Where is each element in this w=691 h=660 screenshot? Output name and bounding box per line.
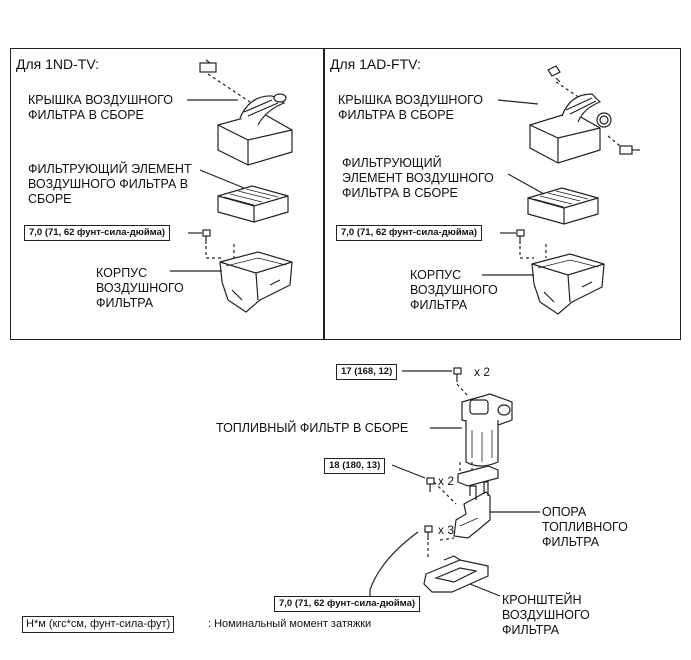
multiplier-low: x 3 (438, 523, 455, 537)
left-sensor-connector (199, 59, 217, 73)
legend-units: Н*м (кгс*см, фунт-сила-фут) (22, 616, 175, 633)
fuel-filter-assembly (461, 393, 513, 467)
left-element-label: ФИЛЬТРУЮЩИЙ ЭЛЕМЕНТ ВОЗДУШНОГО ФИЛЬТРА В… (28, 162, 192, 206)
low-bolt (424, 525, 433, 540)
mid-bolt-guide (433, 481, 457, 505)
left-panel-title: Для 1ND-TV: (16, 56, 100, 72)
right-connector (619, 145, 640, 155)
right-cover-leader (497, 99, 539, 105)
right-panel-title: Для 1AD-FTV: (330, 56, 421, 72)
left-torque-spec: 7,0 (71, 62 фунт-сила-дюйма) (24, 225, 171, 241)
fuel-filter-support (453, 481, 491, 539)
left-air-cleaner-cover (217, 93, 293, 166)
top-bolt (453, 367, 462, 382)
right-connector-guide (555, 81, 581, 99)
top-bolt-guide (456, 383, 469, 397)
torque-mid-spec: 18 (180, 13) (324, 458, 386, 474)
left-panel (10, 48, 325, 340)
right-housing-label: КОРПУС ВОЗДУШНОГО ФИЛЬТРА (410, 268, 498, 312)
right-bolt (516, 229, 525, 244)
right-air-cleaner-housing (531, 253, 605, 315)
right-torque-spec: 7,0 (71, 62 фунт-сила-дюйма) (336, 225, 483, 241)
left-cover-label: КРЫШКА ВОЗДУШНОГО ФИЛЬТРА В СБОРЕ (28, 93, 173, 122)
left-filter-element (217, 185, 289, 223)
left-bolt-guide (205, 244, 235, 259)
fuel-filter-label: ТОПЛИВНЫЙ ФИЛЬТР В СБОРЕ (216, 421, 409, 435)
torque-mid-leader (391, 464, 426, 479)
torque-bottom-leader (369, 531, 419, 596)
right-element-leader (507, 173, 545, 195)
right-connector-guide-2 (607, 135, 621, 147)
air-cleaner-bracket (423, 555, 489, 593)
right-element-label: ФИЛЬТРУЮЩИЙ ЭЛЕМЕНТ ВОЗДУШНОГО ФИЛЬТРА В… (342, 156, 494, 200)
mid-bolt (426, 477, 435, 492)
bracket-label: КРОНШТЕЙН ВОЗДУШНОГО ФИЛЬТРА (502, 593, 590, 637)
right-cover-label: КРЫШКА ВОЗДУШНОГО ФИЛЬТРА В СБОРЕ (338, 93, 483, 122)
right-air-cleaner-cover (529, 93, 612, 164)
bracket-leader (469, 583, 501, 597)
right-panel (323, 48, 681, 340)
torque-bottom-spec: 7,0 (71, 62 фунт-сила-дюйма) (274, 596, 421, 612)
left-air-cleaner-housing (219, 251, 293, 313)
left-element-leader (199, 169, 245, 189)
right-filter-element (527, 187, 599, 225)
right-sensor-connector (547, 65, 561, 83)
right-bolt-guide (519, 244, 547, 259)
left-bolt (202, 229, 211, 244)
left-connector-guide (207, 73, 251, 103)
support-label: ОПОРА ТОПЛИВНОГО ФИЛЬТРА (542, 505, 628, 549)
multiplier-mid: x 2 (438, 474, 455, 488)
legend-description: : Номинальный момент затяжки (208, 618, 372, 630)
multiplier-top: x 2 (474, 365, 491, 379)
low-bolt-guide (427, 537, 455, 560)
small-bracket (457, 465, 499, 487)
torque-top-spec: 17 (168, 12) (336, 364, 398, 380)
left-housing-label: КОРПУС ВОЗДУШНОГО ФИЛЬТРА (96, 266, 184, 310)
